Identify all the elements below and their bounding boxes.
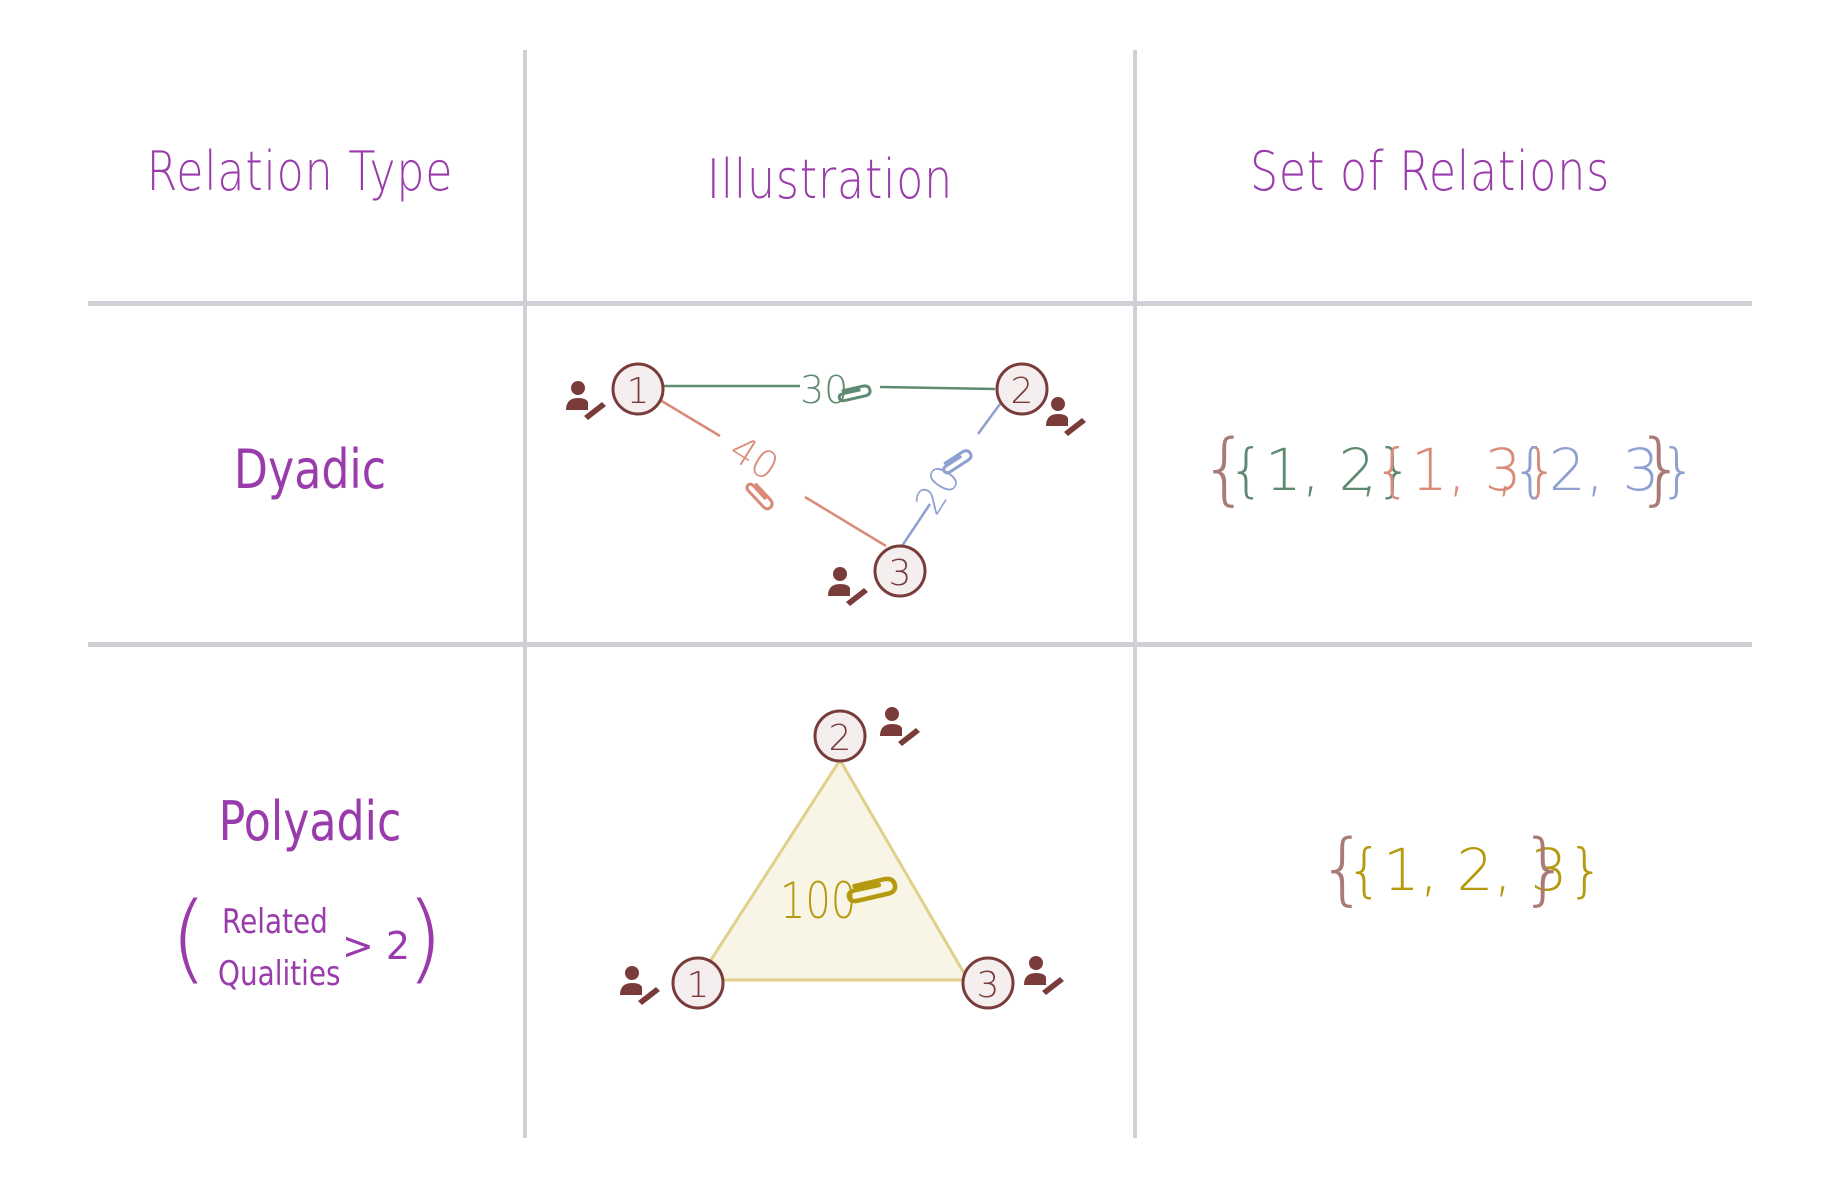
polyadic-set-s1: {1, 2, 3} (1346, 836, 1604, 904)
edge-label-40: 40 (722, 427, 786, 490)
edge-2-3 (976, 403, 1002, 435)
poly-node-3-label: 3 (977, 965, 1000, 1006)
person-icon (1024, 956, 1064, 995)
node-3 (873, 544, 927, 598)
edge-1-3 (659, 398, 721, 438)
paperclip-icon (742, 481, 777, 512)
column-divider-1 (523, 50, 527, 1138)
column-divider-2 (1133, 50, 1137, 1138)
node-1-label: 1 (627, 371, 650, 412)
poly-node-2 (813, 709, 867, 763)
polyadic-condition: ( Related Qualities > 2 ) (170, 890, 450, 1020)
header-relation-type: Relation Type (146, 140, 454, 203)
person-icon (566, 381, 606, 420)
greater-than-two: > 2 (342, 924, 411, 968)
polyadic-set: { {1, 2, 3} } (1318, 824, 1604, 914)
person-icon (1046, 397, 1086, 436)
person-icon (880, 707, 920, 746)
dyadic-set-close: } (1636, 424, 1686, 514)
dyadic-set: { {1, 2} , {1, 3} , {2, 3} } (1200, 424, 1696, 514)
header-set-of-relations: Set of Relations (1249, 140, 1611, 203)
polyadic-set-open: { (1318, 824, 1368, 914)
dyadic-set-open: { (1200, 424, 1250, 514)
label-dyadic: Dyadic (233, 438, 387, 501)
person-icon (620, 966, 660, 1005)
poly-node-3 (961, 956, 1015, 1010)
sub-related: Related (222, 902, 328, 942)
node-3-label: 3 (889, 553, 912, 594)
poly-node-1-label: 1 (687, 965, 710, 1006)
poly-node-2-label: 2 (829, 718, 852, 759)
edge-2-3-b (900, 503, 932, 547)
person-icon (828, 567, 868, 606)
row-divider-1 (88, 301, 1752, 306)
header-illustration: Illustration (706, 148, 954, 211)
row-divider-2 (88, 642, 1752, 647)
sub-qualities: Qualities (218, 954, 341, 994)
hyperedge-triangle (695, 757, 971, 982)
node-2-label: 2 (1011, 371, 1034, 412)
edge-1-2-b (879, 385, 996, 391)
node-1 (611, 362, 665, 416)
dyadic-set-sep1: , (1360, 436, 1378, 504)
paren-close: ) (406, 882, 444, 994)
dyadic-set-s1: {1, 2} (1228, 436, 1412, 504)
dyadic-set-s3: {2, 3} (1512, 436, 1696, 504)
dyadic-set-sep2: , (1496, 436, 1514, 504)
node-2 (995, 362, 1049, 416)
edge-1-3-b (804, 495, 887, 548)
edge-label-30: 30 (800, 368, 848, 412)
dyadic-set-s2: {1, 3} (1374, 436, 1558, 504)
paren-open: ( (170, 882, 208, 994)
label-polyadic: Polyadic (218, 790, 402, 853)
hyperedge-label-100: 100 (780, 872, 856, 931)
polyadic-set-close: } (1520, 824, 1570, 914)
poly-node-1 (671, 956, 725, 1010)
